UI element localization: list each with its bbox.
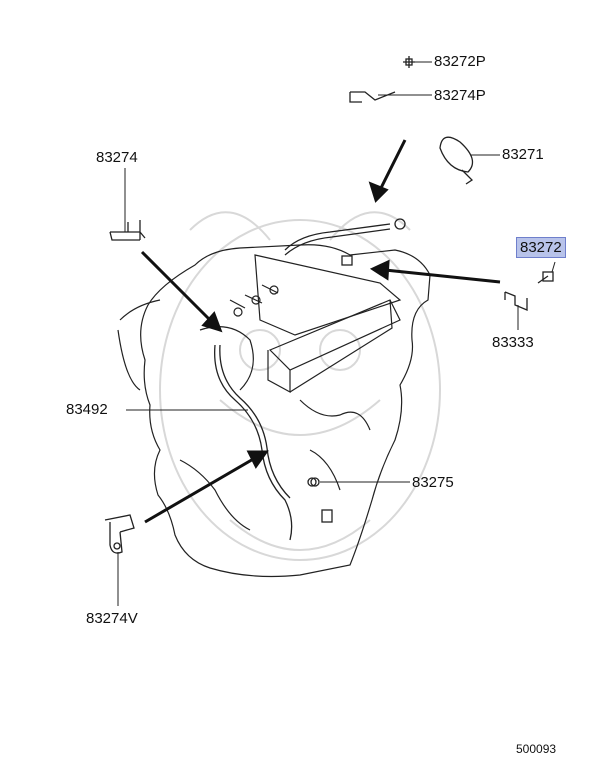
part-icons (104, 56, 554, 554)
part-label-83271[interactable]: 83271 (502, 146, 544, 163)
part-label-83274[interactable]: 83274 (96, 149, 138, 166)
part-label-83492[interactable]: 83492 (66, 401, 108, 418)
part-label-83274V[interactable]: 83274V (86, 610, 138, 627)
part-label-83274P[interactable]: 83274P (434, 87, 486, 104)
part-label-83333[interactable]: 83333 (492, 334, 534, 351)
engine-outline (117, 244, 431, 578)
part-label-83275[interactable]: 83275 (412, 474, 454, 491)
part-label-83272P[interactable]: 83272P (434, 53, 486, 70)
watermark (159, 211, 441, 561)
leader-lines (117, 61, 556, 606)
part-label-83272-highlighted[interactable]: 83272 (516, 237, 566, 258)
harness-83492 (214, 218, 406, 541)
arrows (140, 139, 501, 524)
figure-number: 500093 (516, 742, 557, 756)
